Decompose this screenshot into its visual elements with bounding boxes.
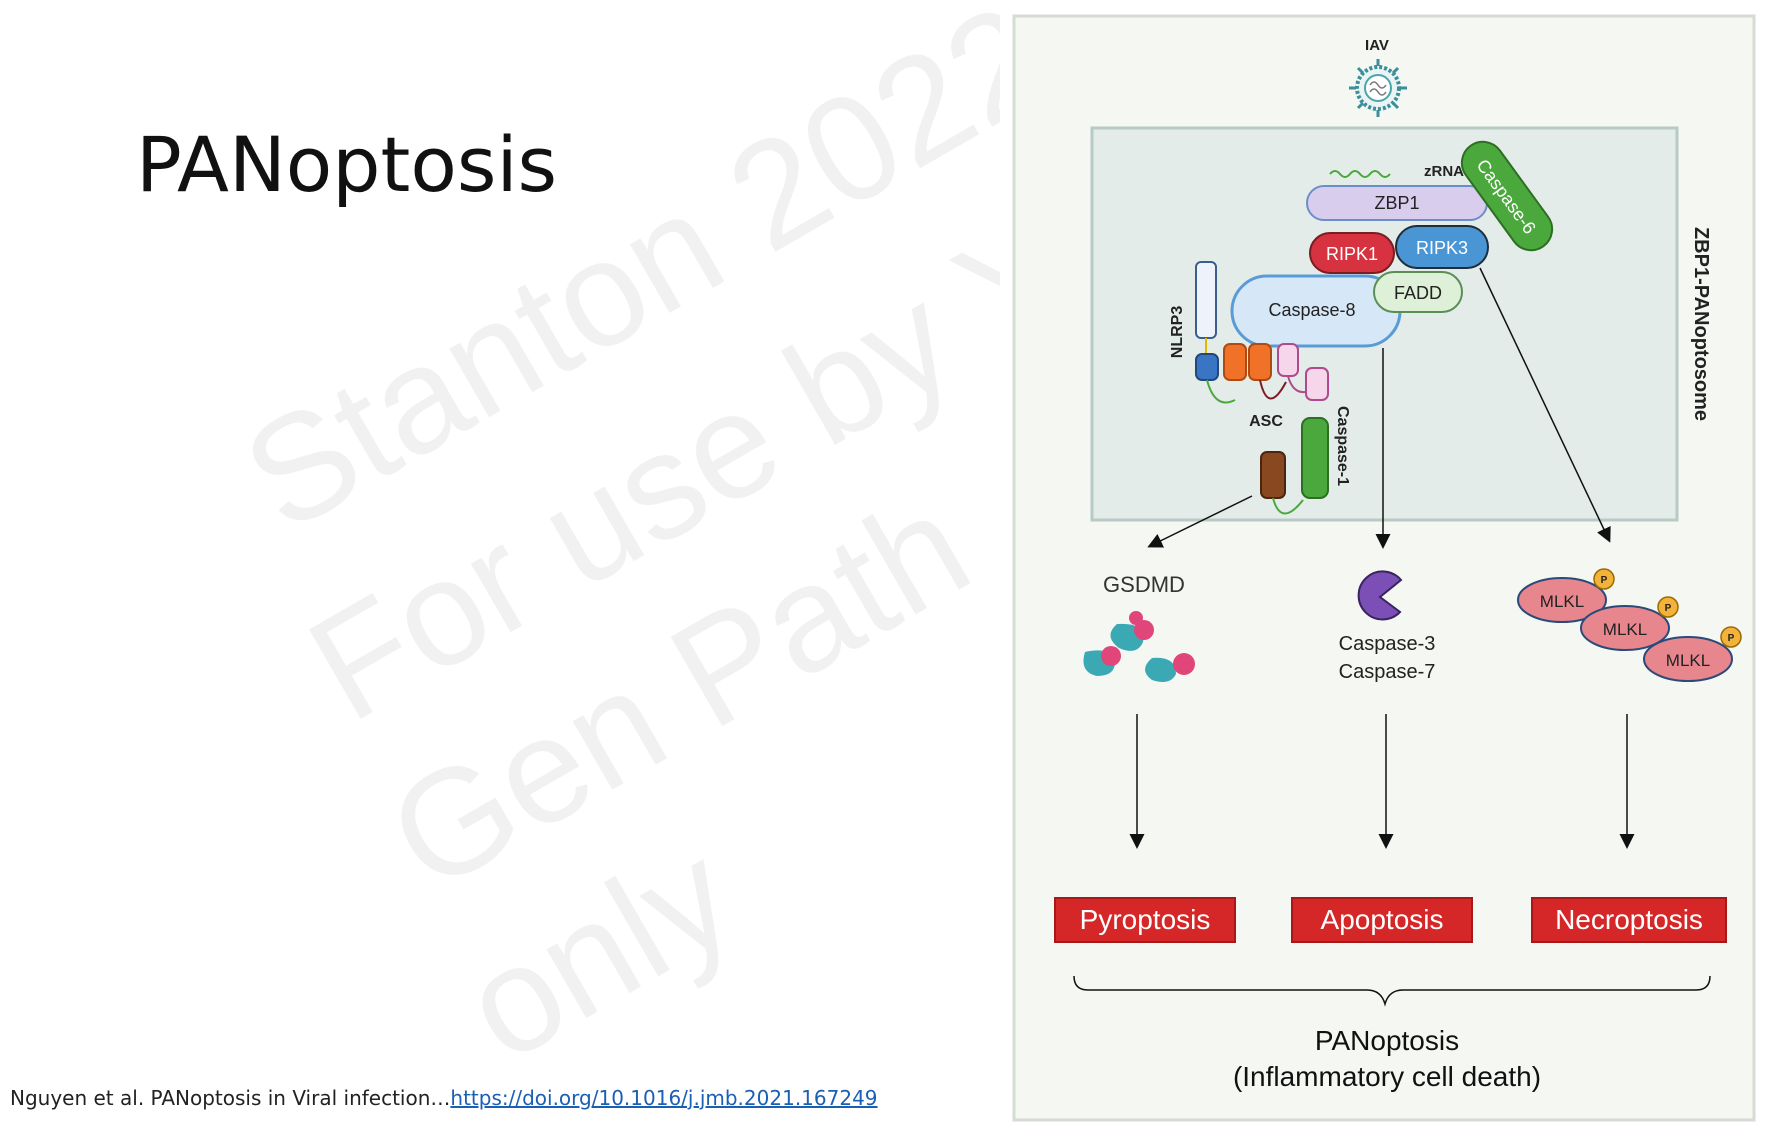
zbp1-label: ZBP1 — [1374, 193, 1419, 213]
nlrp3-lrr — [1195, 261, 1217, 339]
gsdmd-icon — [1083, 611, 1195, 682]
pyroptosis-box — [1054, 897, 1236, 943]
arrow-to-mlkl — [1479, 267, 1611, 543]
caspase1-card — [1305, 367, 1329, 401]
nlrp3-pyd — [1195, 353, 1219, 381]
panoptosis-figure: IAV ZBP1-PANoptosome zRNA ZBP1 Caspase-6… — [1012, 14, 1756, 1122]
pyroptosis-label: Pyroptosis — [1080, 904, 1211, 935]
virus-icon — [1349, 59, 1407, 117]
necroptosis-box — [1531, 897, 1727, 943]
apoptosis-label: Apoptosis — [1321, 904, 1444, 935]
citation: Nguyen et al. PANoptosis in Viral infect… — [10, 1086, 878, 1110]
phospho-3: P — [1728, 633, 1735, 644]
watermark-line-1: Stanton 2022 — [217, 0, 1000, 563]
mlkl-label-1: MLKL — [1540, 592, 1584, 611]
asc-pyd — [1277, 343, 1299, 377]
ripk1-label: RIPK1 — [1326, 244, 1378, 264]
caspase7-label: Caspase-7 — [1339, 661, 1436, 683]
fadd-label: FADD — [1394, 283, 1442, 303]
watermark-line-3: Gen Path — [362, 460, 995, 922]
citation-text: Nguyen et al. PANoptosis in Viral infect… — [10, 1086, 451, 1110]
phospho-1: P — [1601, 575, 1608, 586]
phospho-2: P — [1665, 603, 1672, 614]
mlkl-2 — [1580, 605, 1670, 651]
caspase6 — [1460, 140, 1554, 252]
ripk3-label: RIPK3 — [1416, 238, 1468, 258]
ripk3 — [1395, 225, 1489, 269]
summary-title: PANoptosis — [1315, 1025, 1459, 1056]
complex-label: ZBP1-PANoptosome — [1690, 227, 1712, 421]
mlkl-label-3: MLKL — [1666, 651, 1710, 670]
doi-link[interactable]: https://doi.org/10.1016/j.jmb.2021.16724… — [450, 1086, 878, 1110]
nlrp3-label: NLRP3 — [1169, 306, 1186, 359]
caspase3-label: Caspase-3 — [1339, 633, 1436, 655]
ripk1 — [1309, 232, 1395, 274]
virus-label: IAV — [1365, 37, 1389, 54]
asc-card-2 — [1248, 343, 1272, 381]
caspase3-icon — [1357, 570, 1403, 621]
caspase1-p10 — [1260, 451, 1286, 499]
watermark-line-2: For use by Y — [282, 183, 1000, 752]
summary-subtitle: (Inflammatory cell death) — [1233, 1061, 1541, 1092]
caspase1-label: Caspase-1 — [1334, 406, 1351, 486]
arrow-to-gsdmd — [1147, 495, 1253, 548]
gsdmd-label: GSDMD — [1103, 572, 1185, 597]
zrna-icon — [1329, 170, 1391, 178]
zrna-label: zRNA — [1424, 163, 1464, 180]
mlkl-label-2: MLKL — [1603, 620, 1647, 639]
asc-card-1 — [1223, 343, 1247, 381]
slide-title: PANoptosis — [136, 120, 558, 209]
caspase8-label: Caspase-8 — [1268, 300, 1355, 320]
asc-label: ASC — [1249, 413, 1283, 430]
caspase1-p20 — [1301, 417, 1329, 499]
apoptosis-box — [1291, 897, 1473, 943]
summary-brace — [1073, 975, 1711, 1007]
watermark-line-4: only — [437, 810, 759, 1093]
necroptosis-label: Necroptosis — [1555, 904, 1703, 935]
mlkl-3 — [1643, 636, 1733, 682]
mlkl-1 — [1517, 577, 1607, 623]
fadd — [1373, 271, 1463, 313]
